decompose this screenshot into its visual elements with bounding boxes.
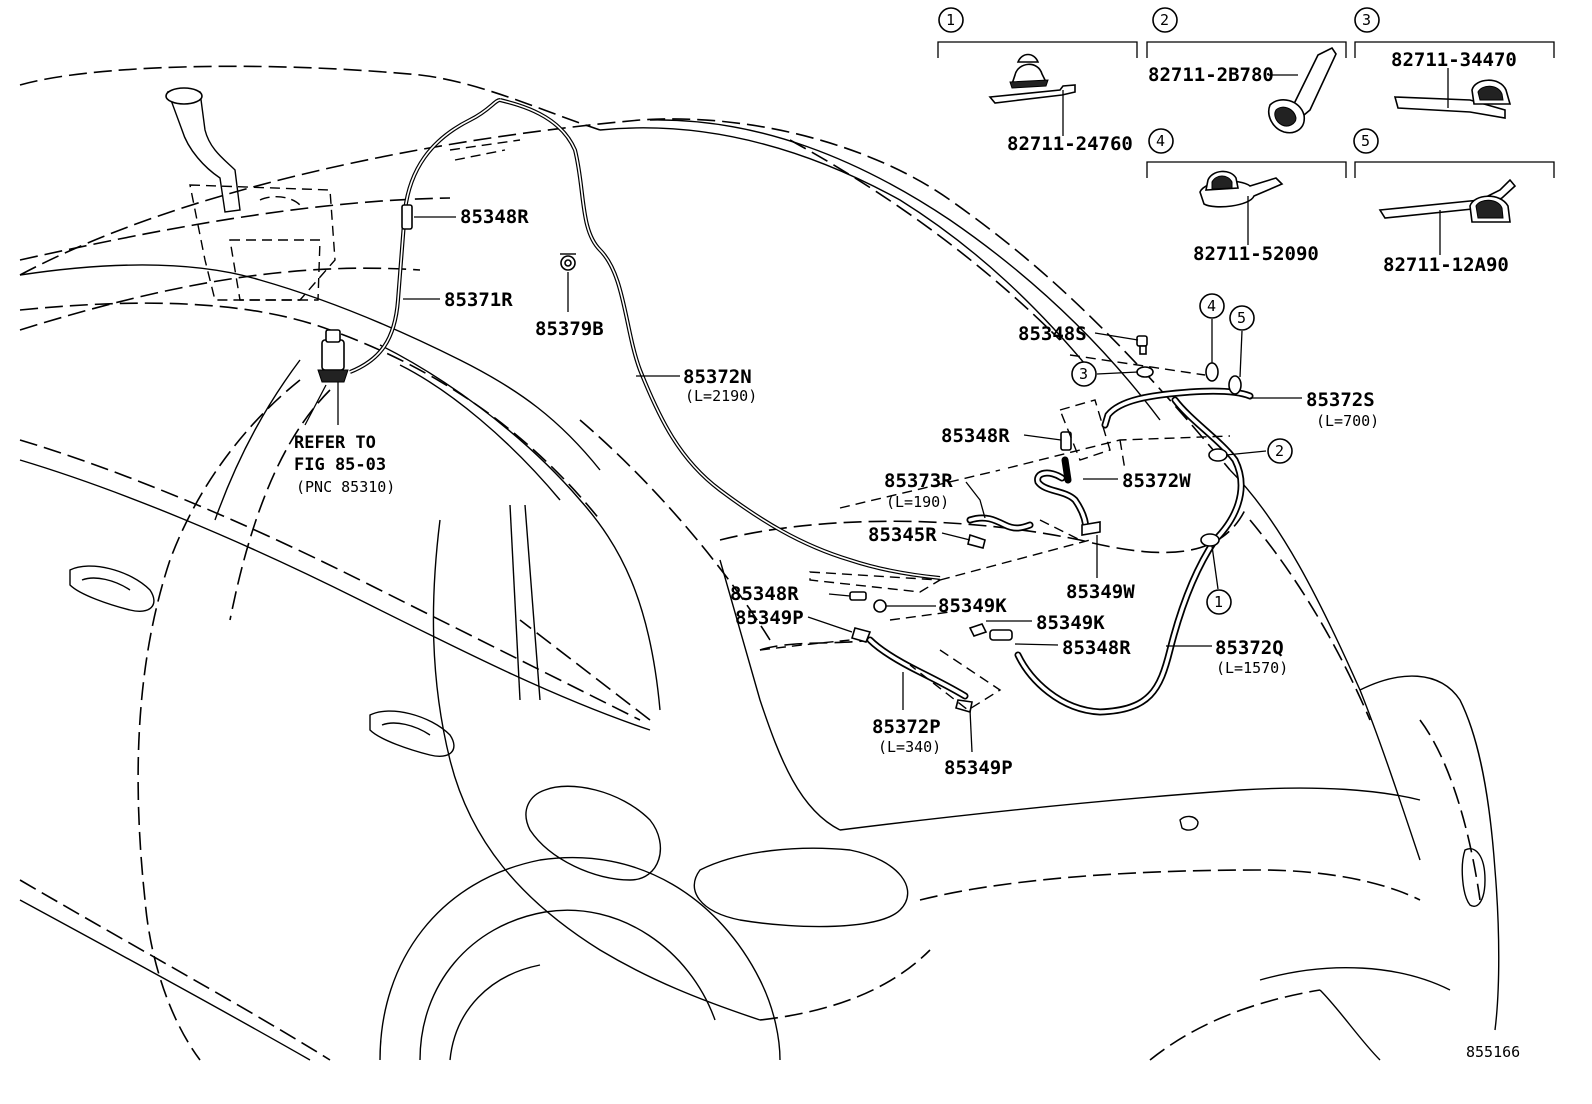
callout-85372N: 85372N xyxy=(683,366,752,388)
callout-85349K-left: 85349K xyxy=(938,595,1007,617)
callout-85372N-length: (L=2190) xyxy=(685,387,757,405)
inset-5-number: 5 xyxy=(1361,132,1370,150)
callout-85372P: 85372P xyxy=(872,716,941,738)
callout-85348R-right: 85348R xyxy=(1062,637,1131,659)
callout-85373R-length: (L=190) xyxy=(886,493,949,511)
figure-id: 855166 xyxy=(1466,1043,1520,1061)
inset-4-part: 82711-52090 xyxy=(1193,243,1319,265)
marker-2: 2 xyxy=(1275,442,1284,460)
callout-85372S: 85372S xyxy=(1306,389,1375,411)
reference-note-line3: (PNC 85310) xyxy=(296,478,395,496)
hose-85371R xyxy=(349,98,501,374)
hose-85372Q xyxy=(1014,396,1245,716)
clamp-inset-2: 2 82711-2B780 xyxy=(1146,7,1347,134)
callout-85348R-low: 85348R xyxy=(730,583,799,605)
marker-5: 5 xyxy=(1237,309,1246,327)
callout-85348S: 85348S xyxy=(1018,323,1087,345)
inset-1-number: 1 xyxy=(946,11,955,29)
marker-4: 4 xyxy=(1207,297,1216,315)
inset-1-part: 82711-24760 xyxy=(1007,133,1133,155)
clamp-inset-1: 1 82711-24760 xyxy=(937,7,1138,155)
clamp-inset-4: 4 82711-52090 xyxy=(1146,128,1347,265)
callout-85348R-mid: 85348R xyxy=(941,425,1010,447)
callout-85349K-right: 85349K xyxy=(1036,612,1105,634)
clamp-inset-5: 5 82711-12A90 xyxy=(1353,128,1555,276)
callout-85372W: 85372W xyxy=(1122,470,1191,492)
marker-3: 3 xyxy=(1079,365,1088,383)
callout-85348R-top: 85348R xyxy=(460,206,529,228)
callout-85345R: 85345R xyxy=(868,524,937,546)
connectors xyxy=(849,335,1242,714)
car-body-outline xyxy=(19,65,1500,1061)
marker-1: 1 xyxy=(1214,593,1223,611)
callout-85372Q: 85372Q xyxy=(1215,637,1284,659)
inset-2-number: 2 xyxy=(1160,11,1169,29)
inset-2-part: 82711-2B780 xyxy=(1148,64,1274,86)
callout-85372P-length: (L=340) xyxy=(878,738,941,756)
callout-85349P-left: 85349P xyxy=(735,607,804,629)
callout-85349W: 85349W xyxy=(1066,581,1135,603)
callout-85372S-length: (L=700) xyxy=(1316,412,1379,430)
inset-3-part: 82711-34470 xyxy=(1391,49,1517,71)
callout-labels: 85348R 85371R 85379B 85372N (L=2190) 853… xyxy=(294,206,1379,779)
inset-4-number: 4 xyxy=(1156,132,1165,150)
hose-85372W xyxy=(1034,456,1090,534)
reference-note-line2: FIG 85-03 xyxy=(294,455,386,475)
inset-5-part: 82711-12A90 xyxy=(1383,254,1509,276)
clamp-inset-3: 3 82711-34470 xyxy=(1354,7,1555,119)
reference-note-line1: REFER TO xyxy=(294,433,376,453)
callout-85349P-bottom: 85349P xyxy=(944,757,1013,779)
grommet-85379B xyxy=(560,253,576,271)
callout-85373R: 85373R xyxy=(884,470,953,492)
callout-85379B: 85379B xyxy=(535,318,604,340)
assembly-dash-lines xyxy=(759,354,1231,711)
hose-85373R xyxy=(966,514,1034,532)
leader-lines xyxy=(304,216,1302,753)
diagram-markers: 4 5 3 2 1 xyxy=(1071,293,1293,615)
callout-85371R: 85371R xyxy=(444,289,513,311)
callout-85372Q-length: (L=1570) xyxy=(1216,659,1288,677)
hose-85372P xyxy=(866,636,969,700)
inset-3-number: 3 xyxy=(1362,11,1371,29)
washer-pump xyxy=(317,329,349,383)
